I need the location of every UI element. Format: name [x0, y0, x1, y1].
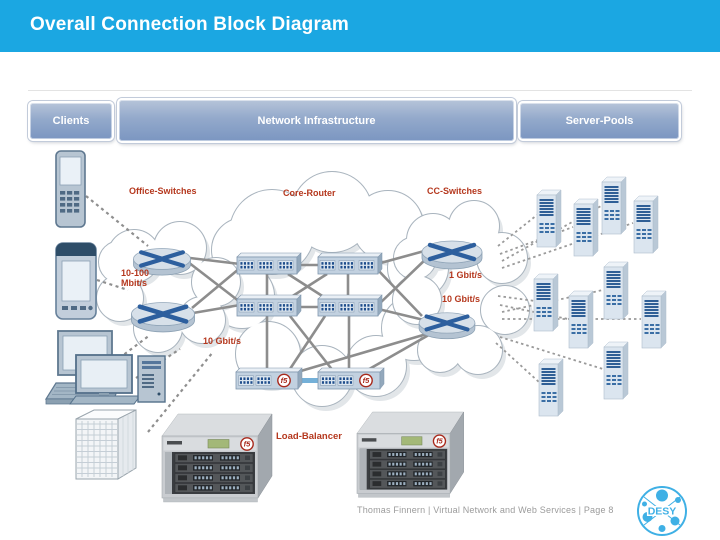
server-tower — [533, 273, 559, 332]
core-switch-2 — [318, 253, 382, 274]
slide-footer: Thomas Finnern | Virtual Network and Web… — [357, 505, 614, 515]
pda-icon — [55, 242, 97, 320]
section-box-clients: Clients — [28, 101, 114, 141]
section-box-network-infrastructure: Network Infrastructure — [117, 98, 516, 143]
cc-switch-2 — [419, 313, 475, 339]
desy-logo-graphic: DESY — [637, 486, 687, 536]
core-switch-1 — [237, 253, 301, 274]
section-box-server-pools: Server-Pools — [518, 101, 681, 141]
label-load-balancer: Load-Balancer — [276, 431, 342, 442]
label-cc-switches: CC-Switches — [427, 186, 483, 196]
server-tower — [538, 358, 564, 417]
server-tower — [633, 195, 659, 254]
server-tower — [573, 198, 599, 257]
section-server-pools-label: Server-Pools — [565, 115, 634, 127]
core-switch-4 — [318, 295, 382, 316]
slide-title: Overall Connection Block Diagram — [30, 14, 349, 35]
backbone-links — [187, 248, 435, 375]
desktop-computer-icon — [69, 354, 166, 405]
label-core-router: Core-Router — [283, 188, 336, 198]
server-tower — [603, 261, 629, 320]
core-switch-3 — [237, 295, 301, 316]
mobile-phone-icon — [55, 150, 86, 228]
office-switch-2 — [132, 303, 195, 332]
server-tower — [536, 189, 562, 248]
label-speed-10g: 10 Gbit/s — [442, 294, 481, 304]
f5-switch-2 — [318, 368, 384, 389]
label-speed-1g: 1 Gbit/s — [449, 270, 483, 280]
label-speed-10g-core: 10 Gbit/s — [203, 336, 242, 346]
desy-logo: DESY — [631, 484, 693, 538]
server-tower — [603, 341, 629, 400]
desy-logo-text: DESY — [648, 506, 677, 518]
server-tower — [641, 290, 667, 349]
header-divider — [28, 90, 692, 91]
cc-switch-1 — [422, 241, 482, 269]
label-access-speed: 10-100 Mbit/s — [121, 268, 150, 288]
f5-switch-1 — [236, 368, 302, 389]
server-pool — [533, 176, 667, 417]
office-building-icon — [75, 409, 137, 480]
server-tower — [601, 176, 627, 235]
server-tower — [568, 290, 594, 349]
section-network-infrastructure-label: Network Infrastructure — [257, 114, 376, 127]
section-clients-label: Clients — [52, 115, 90, 127]
slide-header: Overall Connection Block Diagram — [0, 0, 720, 52]
load-balancer-chassis-2 — [357, 412, 464, 497]
load-balancer-chassis-1 — [162, 414, 272, 502]
label-office-switches: Office-Switches — [129, 186, 197, 196]
